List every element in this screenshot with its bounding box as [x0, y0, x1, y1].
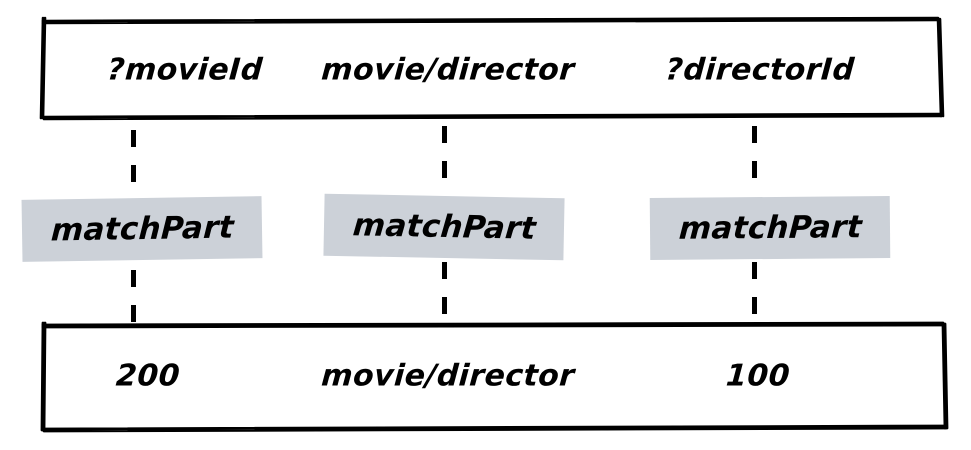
matchpart-chip-2: matchPart [323, 193, 565, 261]
pattern-cell-object: ?directorId [664, 52, 856, 88]
connector-1-lower-segment [131, 270, 136, 326]
connector-1-upper-segment [131, 130, 136, 192]
box-left-edge [40, 321, 47, 432]
box-top-edge [41, 321, 945, 329]
box-top-edge [41, 16, 940, 25]
matchpart-chip-2-label: matchPart [350, 207, 538, 247]
data-cell-object: 100 [724, 358, 792, 394]
box-right-edge [936, 17, 945, 118]
connector-2-lower-segment [442, 262, 447, 326]
box-right-edge [941, 322, 949, 430]
matchpart-chip-3-label: matchPart [677, 209, 863, 247]
matchpart-chip-3: matchPart [649, 195, 891, 261]
pattern-cell-predicate: movie/director [320, 52, 576, 88]
data-cell-predicate: movie/director [320, 358, 576, 394]
connector-2-upper-segment [442, 126, 447, 192]
matchpart-chip-1: matchPart [21, 196, 263, 262]
box-left-edge [39, 16, 47, 120]
box-bottom-edge [42, 112, 943, 121]
data-triple-box: 200 movie/director 100 [30, 318, 960, 438]
connector-3-upper-segment [752, 126, 757, 192]
pattern-cell-subject: ?movieId [106, 52, 264, 88]
data-cell-subject: 200 [114, 358, 182, 394]
query-triple-pattern-box: ?movieId movie/director ?directorId [30, 14, 960, 124]
box-bottom-edge [42, 424, 948, 433]
matchpart-chip-1-label: matchPart [49, 209, 235, 249]
connector-3-lower-segment [752, 262, 757, 326]
